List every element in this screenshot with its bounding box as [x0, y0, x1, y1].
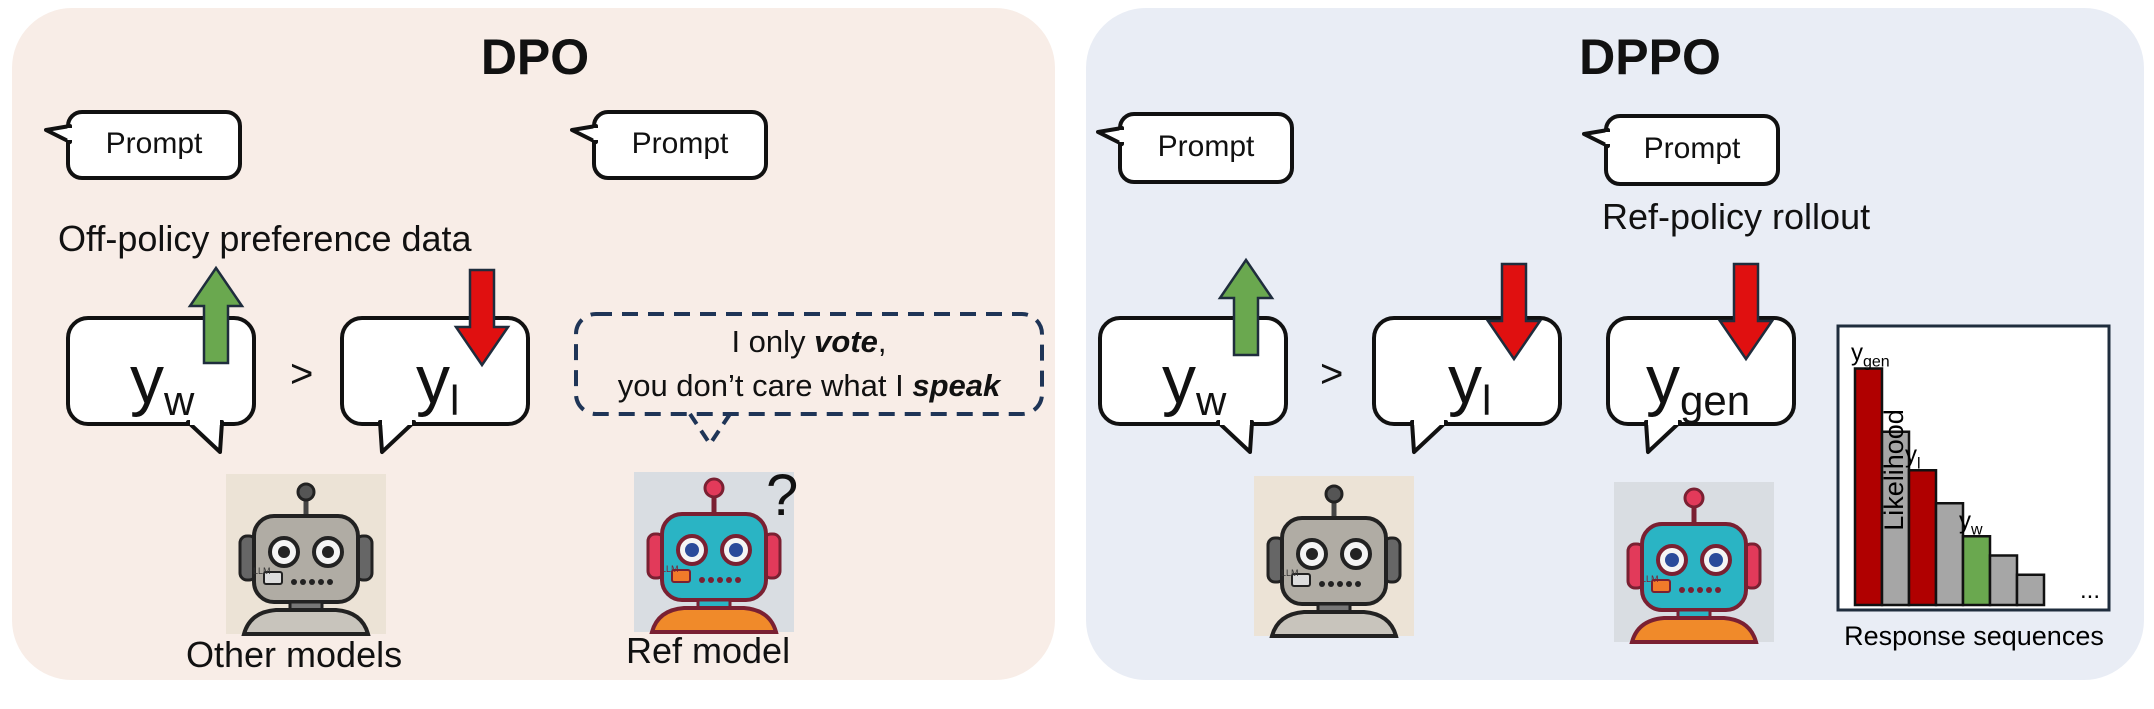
- dppo-gray-robot-icon: [1254, 476, 1414, 636]
- ref-model-llm-tag: LLM: [661, 564, 679, 574]
- chart-bar-label: yl: [1905, 441, 1921, 472]
- chart-x-axis-label: Response sequences: [1844, 621, 2104, 651]
- other-models-llm-tag: LLM: [253, 566, 271, 576]
- dpo-thought-bubble: [574, 312, 1044, 448]
- dpo-yw-label: yw: [130, 342, 195, 424]
- dpo-prompt-right-label: Prompt: [631, 127, 729, 160]
- ref-model-label: Ref model: [626, 630, 791, 671]
- likelihood-chart-bars: [1853, 367, 2046, 607]
- chart-y-axis-label: Likelihood: [1879, 409, 1909, 531]
- dpo-title: DPO: [480, 29, 590, 85]
- dpo-greater-than: >: [290, 352, 314, 396]
- dpo-prompt-left-label: Prompt: [105, 127, 203, 160]
- chart-bar: [1880, 430, 1911, 607]
- chart-bar: [1988, 554, 2019, 607]
- chart-bar: [1961, 535, 1992, 607]
- dppo-yw-label: yw: [1162, 342, 1227, 424]
- other-models-robot-icon: [226, 474, 386, 634]
- dpo-prompt-bubble-right: [570, 110, 768, 180]
- dpo-prompt-bubble-left: [44, 110, 242, 180]
- dppo-ref-robot-icon: [1614, 482, 1774, 642]
- dppo-prompt-bubble-right: [1582, 114, 1780, 186]
- dpo-thought-line1: I only vote,: [731, 324, 887, 359]
- question-mark: ?: [766, 463, 799, 528]
- dppo-prompt-right-label: Prompt: [1643, 132, 1741, 165]
- other-models-label: Other models: [186, 634, 403, 675]
- dpo-yl-label: yl: [416, 342, 460, 424]
- chart-bar-label: ygen: [1851, 340, 1890, 371]
- dppo-prompt-left-label: Prompt: [1157, 130, 1255, 163]
- dpo-thought-text: I only vote, you don’t care what I speak: [576, 320, 1042, 408]
- dppo-gray-llm-tag: LLM: [1281, 568, 1299, 578]
- dppo-title: DPPO: [1579, 29, 1721, 85]
- dppo-caption: Ref-policy rollout: [1602, 196, 1871, 237]
- dpo-caption: Off-policy preference data: [58, 218, 472, 259]
- dppo-yl-label: yl: [1448, 342, 1492, 424]
- chart-bar: [1907, 469, 1938, 607]
- dpo-thought-line2: you don’t care what I speak: [617, 368, 1001, 403]
- dppo-prompt-bubble-left: [1096, 112, 1294, 184]
- dppo-greater-than: >: [1320, 352, 1344, 396]
- likelihood-chart-bar-labels: ygen yl yw: [1851, 340, 1983, 539]
- dppo-ref-llm-tag: LLM: [1641, 574, 1659, 584]
- chart-bar: [2015, 573, 2046, 607]
- chart-trailing-ellipsis: ...: [2080, 577, 2100, 604]
- chart-bar: [1934, 502, 1965, 607]
- chart-bar-label: yw: [1959, 507, 1983, 538]
- chart-bar: [1853, 367, 1884, 607]
- dppo-ygen-label: ygen: [1646, 342, 1751, 424]
